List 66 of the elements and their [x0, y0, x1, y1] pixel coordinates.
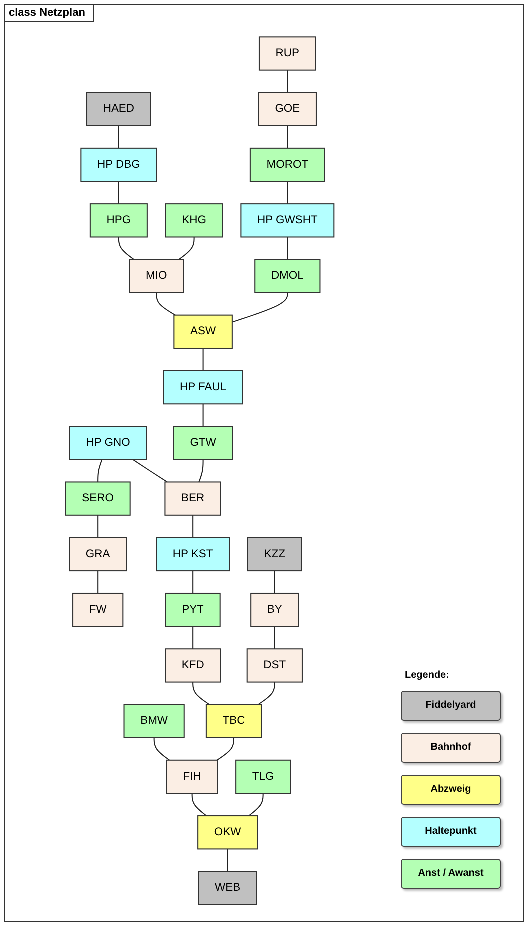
- connector: [248, 794, 264, 816]
- connector: [132, 459, 168, 483]
- node-box: PYT: [165, 592, 221, 628]
- connector: [202, 348, 204, 371]
- legend-swatch: Abzweig: [401, 775, 501, 805]
- legend-heading: Legende:: [405, 670, 450, 681]
- connector: [287, 126, 288, 148]
- connector: [192, 515, 194, 538]
- connector: [118, 126, 120, 148]
- connector: [287, 237, 288, 260]
- connector: [227, 849, 228, 872]
- node-box: SERO: [65, 482, 131, 516]
- node-box: HP DBG: [80, 148, 158, 182]
- connector: [274, 571, 276, 594]
- connector: [258, 682, 276, 706]
- connector: [156, 292, 176, 316]
- node-box: GRA: [69, 537, 128, 572]
- legend-swatch: Anst / Awanst: [401, 859, 501, 889]
- connector: [118, 182, 120, 204]
- node-box: FIH: [166, 760, 218, 794]
- node-box: HPG: [90, 204, 148, 238]
- legend-swatch: Bahnhof: [401, 733, 501, 763]
- node-box: ASW: [174, 314, 233, 350]
- connector: [274, 626, 276, 650]
- connector: [192, 794, 207, 816]
- node-box: HP KST: [156, 537, 230, 572]
- node-box: FW: [72, 592, 124, 628]
- node-box: KFD: [165, 648, 222, 683]
- node-box: WEB: [198, 871, 258, 906]
- connector: [232, 292, 288, 323]
- connector: [98, 460, 103, 482]
- connector: [192, 571, 194, 594]
- node-box: TBC: [206, 704, 262, 738]
- connector: [198, 460, 204, 482]
- connector: [98, 571, 99, 594]
- node-box: BER: [164, 482, 222, 516]
- legend-swatch: Haltepunkt: [401, 817, 501, 847]
- connector: [118, 237, 134, 260]
- node-box: KHG: [165, 204, 224, 238]
- node-box: MOROT: [250, 148, 326, 182]
- node-box: GTW: [173, 426, 234, 460]
- node-box: BY: [250, 592, 300, 628]
- connector: [192, 626, 194, 650]
- connector: [287, 182, 288, 204]
- node-box: DMOL: [254, 259, 321, 294]
- node-box: RUP: [258, 36, 316, 71]
- node-box: HP GNO: [69, 426, 148, 460]
- node-box: TLG: [236, 760, 292, 794]
- connector: [154, 738, 170, 761]
- connector: [178, 237, 195, 260]
- node-box: DST: [246, 648, 303, 683]
- node-box: KZZ: [247, 537, 302, 572]
- node-box: MIO: [129, 259, 184, 294]
- connector: [192, 682, 210, 706]
- node-box: HAED: [86, 92, 152, 126]
- node-box: GOE: [258, 92, 317, 126]
- connector: [216, 738, 235, 761]
- node-box: OKW: [198, 816, 258, 850]
- node-box: HP GWSHT: [240, 204, 335, 238]
- node-box: BMW: [124, 704, 185, 738]
- frame-title: class Netzplan: [5, 5, 94, 22]
- connector: [287, 70, 288, 93]
- connector: [98, 515, 99, 538]
- node-box: HP FAUL: [163, 370, 244, 405]
- legend-swatch: Fiddelyard: [401, 691, 501, 721]
- connector: [202, 404, 204, 427]
